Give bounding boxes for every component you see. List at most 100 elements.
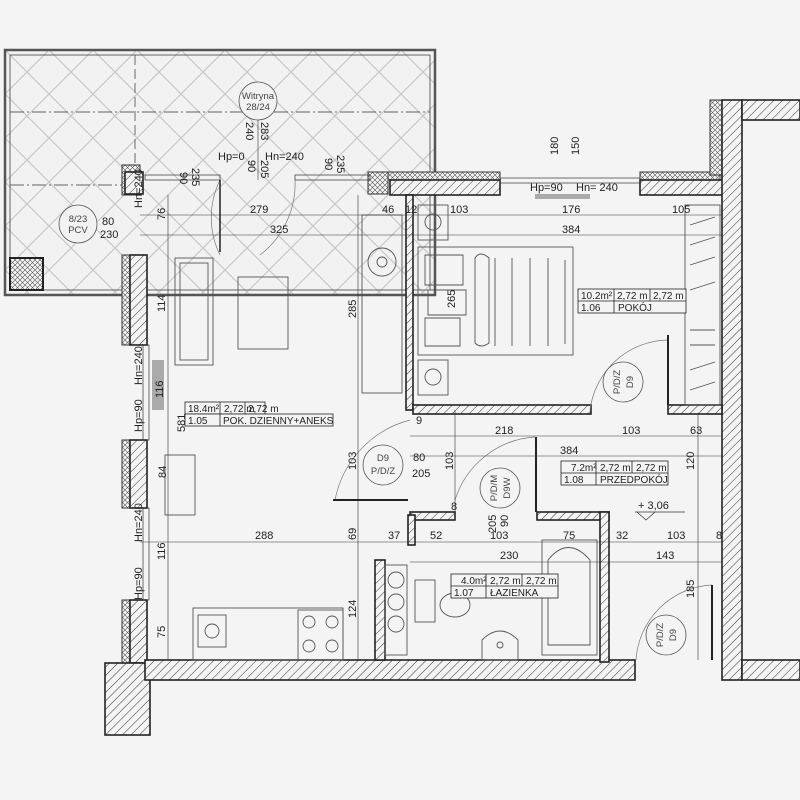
sofa-icon: [174, 257, 214, 366]
dim: 218: [495, 425, 513, 437]
dim: 384: [560, 445, 578, 457]
dim: 150: [570, 137, 582, 155]
window-left-lower[interactable]: [142, 507, 150, 601]
dim: 46: [382, 204, 394, 216]
dim: 8: [451, 501, 457, 513]
fridge-icon: [164, 454, 196, 516]
chimney-icon: [9, 257, 44, 291]
dim: Hp=90: [133, 567, 145, 600]
window-tag-pcv: 8/23 PCV: [58, 204, 98, 244]
dim: 103: [667, 530, 685, 542]
room-number: 1.05: [188, 416, 208, 427]
dim: 84: [157, 466, 169, 478]
lamp-icon: [424, 368, 442, 386]
dim: 103: [490, 530, 508, 542]
terrace: [3, 48, 437, 297]
dim: 285: [347, 300, 359, 318]
room-number: 1.07: [454, 588, 474, 599]
door-tag: P/D/Z D9: [645, 614, 687, 656]
room-height: 2,72 m: [617, 291, 648, 302]
room-label-living: 18.4m² 2,72 m 2,72 m 1.05 POK. DZIENNY+A…: [184, 401, 334, 427]
windows[interactable]: [142, 174, 641, 601]
elevation-marker: + 3,06: [635, 500, 685, 521]
window-bedroom[interactable]: [499, 177, 641, 184]
tag-text: D9: [625, 376, 636, 388]
dim: 230: [100, 229, 118, 241]
dim: 230: [500, 550, 518, 562]
room-area: 4.0m²: [461, 576, 487, 587]
bed-icon: [417, 246, 574, 356]
room-name: PRZEDPOKÓJ: [600, 473, 668, 486]
room-height: 2,72 m: [224, 404, 255, 415]
dim: Hp=0: [218, 151, 245, 163]
dim: Hn=240: [133, 503, 145, 542]
tag-text: P/D/Z: [655, 623, 666, 647]
dim: 235: [189, 168, 201, 186]
dim: 114: [156, 294, 168, 312]
door-tag: P/D/Z D9: [602, 361, 644, 403]
dim: 240: [243, 122, 255, 140]
dim: 90: [322, 158, 334, 170]
room-number: 1.08: [564, 475, 584, 486]
dim: 143: [656, 550, 674, 562]
dim: 76: [156, 208, 168, 220]
room-height: 2,72 m: [600, 463, 631, 474]
dim: Hn=240: [133, 346, 145, 385]
elevation-value: + 3,06: [638, 500, 669, 512]
dim: 75: [563, 530, 575, 542]
radiator-icon: [535, 194, 590, 199]
dim: 283: [258, 122, 270, 140]
dim: 75: [156, 626, 168, 638]
dim: Hp=90: [133, 399, 145, 432]
dim: 80: [102, 216, 114, 228]
table-icon: [237, 276, 289, 350]
tag-text: Witryna: [242, 91, 275, 102]
room-area: 10.2m²: [581, 291, 613, 302]
dim: Hn=240: [133, 169, 145, 208]
dim: 180: [549, 137, 561, 155]
dim: 52: [430, 530, 442, 542]
room-label-bedroom: 10.2m² 2,72 m 2,72 m 1.06 POKÓJ: [577, 288, 687, 314]
dim: 235: [334, 155, 346, 173]
room-label-bathroom: 4.0m² 2,72 m 2,72 m 1.07 ŁAZIENKA: [450, 573, 559, 599]
dim: 205: [487, 515, 499, 533]
room-height: 2,72 m: [636, 463, 667, 474]
dim: 205: [258, 160, 270, 178]
door-bedroom[interactable]: [589, 339, 669, 411]
door-entrance[interactable]: [635, 584, 713, 661]
room-name: POK. DZIENNY+ANEKS: [223, 416, 334, 427]
room-name: POKÓJ: [618, 301, 652, 314]
dim: 90: [499, 515, 511, 527]
radiator-icon: [152, 360, 164, 410]
window-left[interactable]: [142, 344, 150, 441]
tag-text: PCV: [68, 225, 88, 236]
window-top-left[interactable]: [144, 174, 221, 181]
dim: 105: [672, 204, 690, 216]
toilet-icon: [481, 630, 519, 661]
dim: Hp=90: [530, 182, 563, 194]
lamp-icon: [424, 213, 442, 231]
dim: 32: [616, 530, 628, 542]
window-top-mid[interactable]: [294, 174, 371, 181]
dim: 185: [685, 580, 697, 598]
dim: 90: [245, 160, 257, 172]
tag-text: P/D/Z: [612, 370, 623, 394]
dim: Hn=240: [265, 151, 304, 163]
doors[interactable]: [211, 179, 713, 661]
dim: 80: [413, 452, 425, 464]
dim: 120: [685, 452, 697, 470]
dim: 265: [446, 290, 458, 308]
dim: 325: [270, 224, 288, 236]
dimension-lines: [140, 115, 722, 660]
washing-machine-icon: [367, 247, 397, 277]
room-height: 2,72 m: [490, 576, 521, 587]
door-living[interactable]: [334, 419, 411, 501]
dim: 103: [444, 452, 456, 470]
dim: 116: [156, 542, 168, 560]
walls: [104, 99, 800, 736]
door-tag: P/D/M D9W: [479, 467, 521, 509]
dim: 37: [388, 530, 400, 542]
tag-text: P/D/Z: [371, 466, 395, 477]
window-tag-witryna: Witryna 28/24: [238, 81, 278, 121]
door-terrace[interactable]: [211, 179, 221, 256]
